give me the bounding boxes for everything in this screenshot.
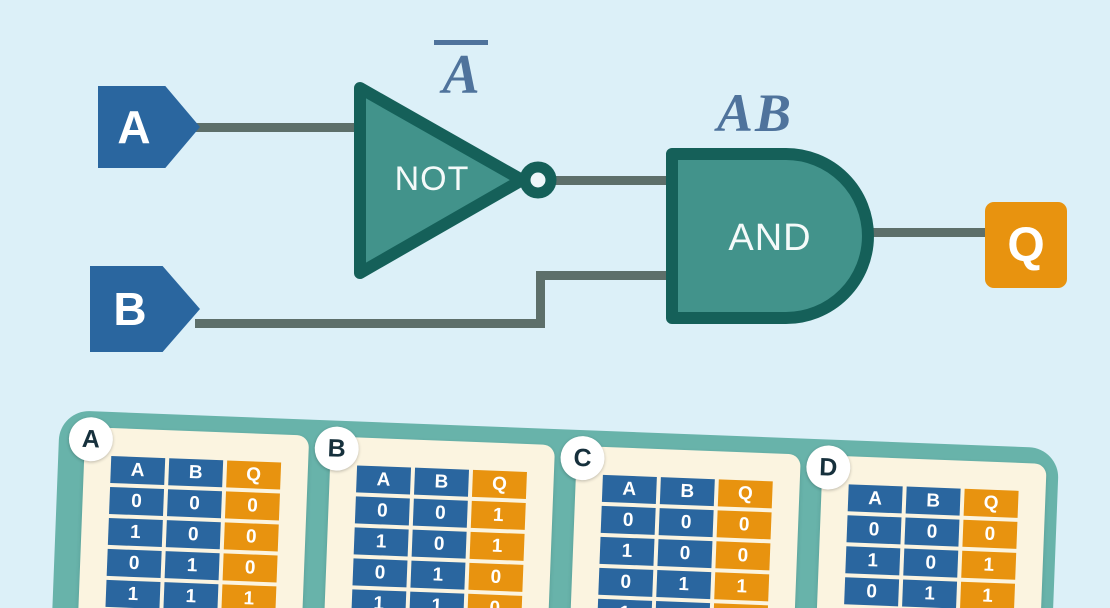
formula-and-output: AB xyxy=(716,83,794,143)
truth-table-cell: 1 xyxy=(221,584,277,608)
truth-table-cell: 1 xyxy=(107,517,163,548)
truth-table-header-cell: A xyxy=(356,465,412,495)
truth-table-cell: 1 xyxy=(353,527,409,557)
truth-table-cell: 1 xyxy=(410,560,466,590)
truth-table-cell: 1 xyxy=(961,550,1017,580)
not-gate-label: NOT xyxy=(394,160,470,198)
wire-input-b-run xyxy=(195,319,545,328)
truth-table-cell: 0 xyxy=(352,558,408,588)
truth-table-header-cell: Q xyxy=(717,479,773,509)
truth-table-cell: 0 xyxy=(598,567,654,597)
and-gate-shape xyxy=(666,148,874,324)
truth-table-header-cell: A xyxy=(110,456,166,486)
truth-table-header-cell: A xyxy=(847,484,903,514)
truth-table-cell: 0 xyxy=(715,541,771,571)
truth-table-cell: 1 xyxy=(599,536,655,566)
truth-table-cell: 0 xyxy=(412,498,468,528)
truth-table-cell: 0 xyxy=(411,529,467,559)
truth-table-d: ABQ000101011111 xyxy=(816,483,1046,608)
truth-table-cell: 0 xyxy=(467,593,523,608)
wire-not-to-and xyxy=(546,176,674,185)
truth-table-cell: 1 xyxy=(164,551,220,581)
truth-table-cell: 0 xyxy=(716,510,772,540)
truth-table-cell: 1 xyxy=(597,598,653,608)
wire-input-a xyxy=(192,123,367,132)
truth-table-cell: 0 xyxy=(223,522,279,552)
truth-table-header-cell: Q xyxy=(226,460,282,490)
input-a-label: A xyxy=(117,101,151,153)
truth-table-cell: 0 xyxy=(468,562,524,592)
truth-table-cell: 1 xyxy=(845,546,901,576)
truth-table-cell: 0 xyxy=(962,519,1018,549)
truth-table-cell: 0 xyxy=(106,548,162,578)
truth-table-cell: 0 xyxy=(165,520,221,550)
input-tag-a: A xyxy=(98,86,200,168)
truth-table-header-cell: B xyxy=(905,486,961,516)
truth-table-cell: 0 xyxy=(846,515,902,545)
truth-table-header-cell: B xyxy=(414,467,470,497)
wire-output-q xyxy=(860,228,990,237)
truth-table-c: ABQ000100011110 xyxy=(570,474,800,608)
truth-table-cell: 1 xyxy=(902,579,958,608)
truth-table-cell: 1 xyxy=(470,500,526,530)
option-card-d[interactable]: D ABQ000101011111 xyxy=(805,444,1047,608)
truth-table-cell: 0 xyxy=(222,553,278,583)
truth-table-header-cell: B xyxy=(659,477,715,507)
truth-table-header-cell: Q xyxy=(471,469,527,499)
input-tag-b: B xyxy=(90,266,200,352)
truth-table-cell: 0 xyxy=(600,505,656,535)
not-gate-inverter-bubble xyxy=(519,161,557,199)
truth-table-cell: 0 xyxy=(354,496,410,526)
not-gate-triangle xyxy=(354,82,528,279)
truth-table-cell: 0 xyxy=(657,539,713,569)
output-q-label: Q xyxy=(1007,218,1045,272)
truth-table-cell: 1 xyxy=(655,601,711,608)
truth-table-cell: 1 xyxy=(714,572,770,602)
truth-table-cell: 0 xyxy=(224,491,280,521)
truth-table-cell: 0 xyxy=(658,508,714,538)
wire-input-b-to-and xyxy=(536,271,676,280)
truth-table-header-cell: Q xyxy=(963,488,1019,518)
truth-table-cell: 0 xyxy=(844,577,900,607)
truth-table-cell: 1 xyxy=(351,589,407,608)
truth-table-header-cell: B xyxy=(168,458,224,488)
truth-table-header-cell: A xyxy=(601,474,657,504)
truth-table-cell: 1 xyxy=(469,531,525,561)
output-tag-q: Q xyxy=(985,202,1067,288)
truth-table-cell: 1 xyxy=(409,591,465,608)
truth-table-cell: 0 xyxy=(903,548,959,578)
truth-table-cell: 0 xyxy=(904,517,960,547)
input-b-label: B xyxy=(113,283,147,335)
formula-not-output: A xyxy=(426,40,496,107)
truth-table-cell: 0 xyxy=(713,603,769,608)
option-card-c[interactable]: C ABQ000100011110 xyxy=(559,435,801,608)
truth-table-cell: 1 xyxy=(105,579,161,608)
and-gate-label: AND xyxy=(728,217,812,259)
truth-table-cell: 1 xyxy=(163,582,219,608)
not-gate xyxy=(354,82,557,279)
wire-input-b-riser xyxy=(536,271,545,328)
formula-not-output-text: A xyxy=(434,40,488,103)
truth-table-cell: 1 xyxy=(656,570,712,600)
truth-table-cell: 0 xyxy=(109,486,165,517)
and-gate xyxy=(666,148,874,324)
truth-table-cell: 1 xyxy=(960,581,1016,608)
truth-table-cell: 0 xyxy=(167,489,222,519)
